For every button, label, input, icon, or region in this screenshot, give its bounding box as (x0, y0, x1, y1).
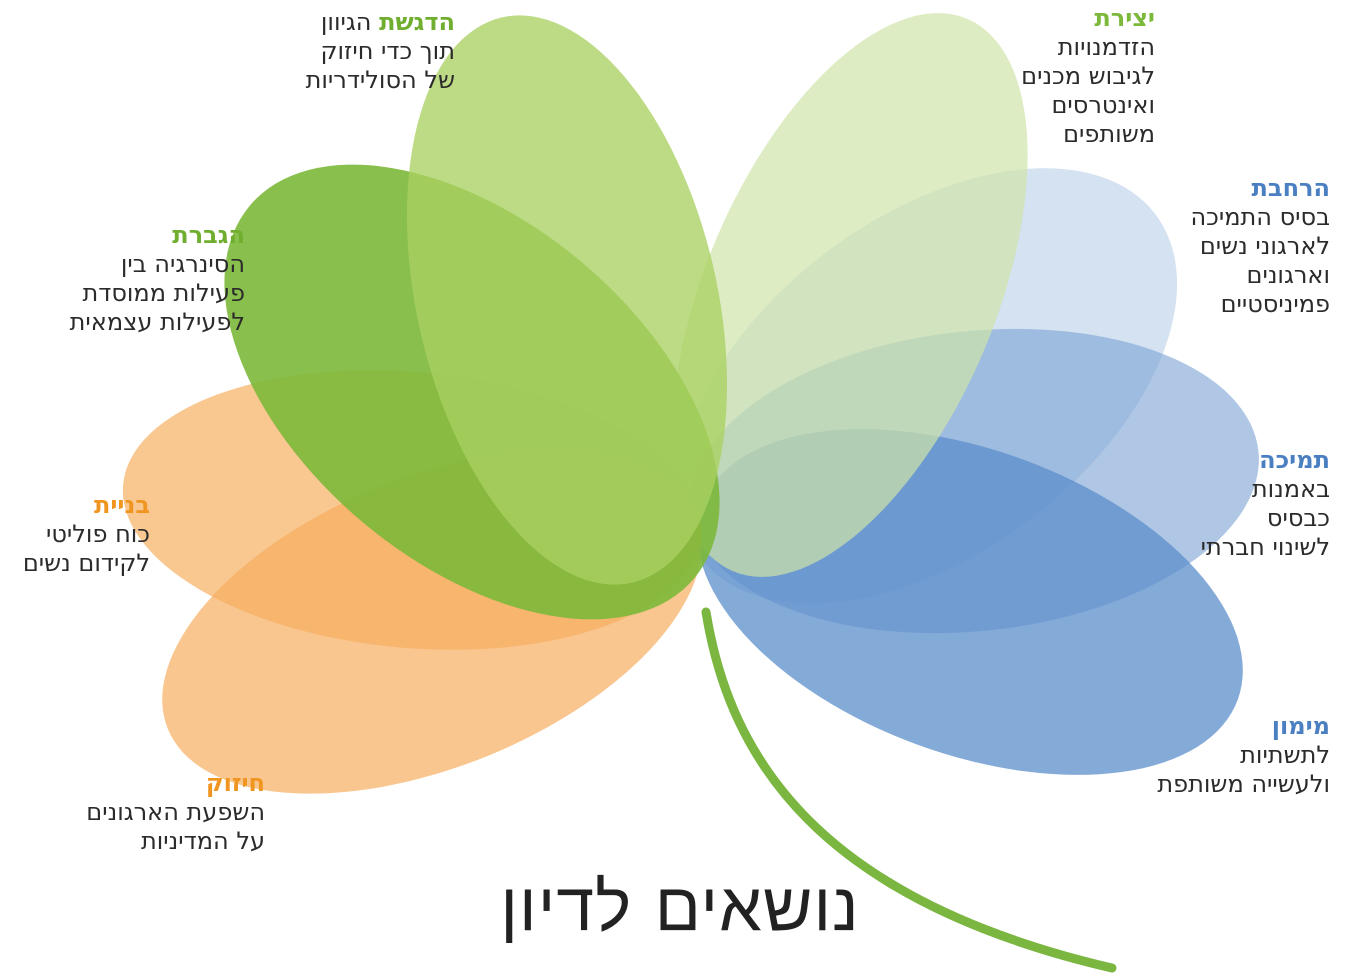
label-harchavat-line3: וארגונים (1246, 261, 1330, 289)
label-tmicha-line3: לשינוי חברתי (1200, 533, 1330, 561)
label-harchavat-line2: לארגוני נשים (1199, 232, 1330, 260)
label-mimun-line1: לתשתיות (1240, 741, 1330, 769)
heading-hagbarat: הגברת (172, 221, 245, 249)
label-hagbarat: הגברת הסינרגיה בין פעילות ממוסדת לפעילות… (70, 221, 245, 337)
heading-bniyat: בניית (93, 491, 150, 519)
label-chizuk-line1: השפעת הארגונים (86, 798, 265, 826)
label-harchavat: הרחבת בסיס התמיכה לארגוני נשים וארגונים … (1190, 174, 1330, 319)
label-hadgashat-rest: הגיוון (320, 8, 372, 36)
label-hagbarat-line3: לפעילות עצמאית (69, 308, 245, 336)
heading-chizuk: חיזוק (205, 769, 265, 797)
label-harchavat-line4: פמיניסטיים (1220, 290, 1330, 318)
label-hagbarat-line2: פעילות ממוסדת (82, 279, 245, 307)
label-hadgashat-line1: הדגשת הגיוון (306, 8, 455, 37)
label-yetzirat-line3: ואינטרסים (1051, 91, 1155, 119)
label-yetzirat-line1: הזדמנויות (1057, 33, 1155, 61)
heading-tmicha: תמיכה (1259, 446, 1330, 474)
petal-hadgashat (406, 15, 728, 585)
label-hadgashat-line3: של הסולידריות (305, 66, 455, 94)
label-mimun-line2: ולעשייה משותפת (1157, 770, 1330, 798)
heading-hadgashat: הדגשת (379, 8, 455, 36)
heading-yetzirat: יצירת (1094, 4, 1155, 32)
label-tmicha: תמיכה באמנות כבסיס לשינוי חברתי (1201, 446, 1330, 562)
label-bniyat-line2: לקידום נשים (22, 549, 150, 577)
label-tmicha-line1: באמנות (1251, 475, 1330, 503)
label-yetzirat-line4: משותפים (1063, 120, 1155, 148)
label-hagbarat-line1: הסינרגיה בין (120, 250, 245, 278)
label-tmicha-line2: כבסיס (1266, 504, 1330, 532)
heading-mimun: מימון (1271, 712, 1330, 740)
label-harchavat-line1: בסיס התמיכה (1190, 203, 1330, 231)
label-yetzirat-line2: לגיבוש מכנים (1021, 62, 1155, 90)
petal-yetzirat (672, 13, 1028, 577)
label-chizuk: חיזוק השפעת הארגונים על המדיניות (86, 769, 265, 856)
label-hadgashat: הדגשת הגיוון תוך כדי חיזוק של הסולידריות (306, 8, 455, 95)
label-bniyat-line1: כוח פוליטי (45, 520, 150, 548)
heading-harchavat: הרחבת (1251, 174, 1330, 202)
label-yetzirat: יצירת הזדמנויות לגיבוש מכנים ואינטרסים מ… (1021, 4, 1155, 149)
label-hadgashat-line2: תוך כדי חיזוק (320, 37, 455, 65)
flower-stem (701, 607, 1117, 973)
label-bniyat: בניית כוח פוליטי לקידום נשים (23, 491, 150, 578)
diagram-title: נושאים לדיון (500, 868, 860, 947)
label-mimun: מימון לתשתיות ולעשייה משותפת (1157, 712, 1330, 799)
label-chizuk-line2: על המדיניות (140, 827, 265, 855)
